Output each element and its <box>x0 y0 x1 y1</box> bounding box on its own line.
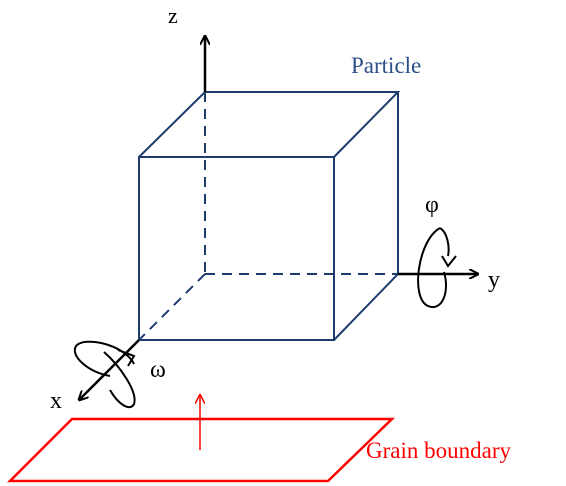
x-axis <box>79 339 140 400</box>
cube-top-face <box>138 91 401 158</box>
omega-label: ω <box>150 357 166 383</box>
cube-right-face <box>333 92 399 341</box>
cube-hidden-depth-edge <box>138 273 206 341</box>
grain-boundary-label: Grain boundary <box>366 438 511 463</box>
omega-rotation-icon <box>73 340 136 409</box>
cube-visible-edges <box>138 91 401 341</box>
particle-label: Particle <box>351 53 421 78</box>
cube-hidden-edges <box>138 92 398 341</box>
z-axis-label: z <box>168 3 178 28</box>
phi-label: φ <box>425 192 439 218</box>
phi-rotation-icon <box>417 227 457 309</box>
y-axis-label: y <box>488 267 500 293</box>
grain-boundary-plane <box>6 417 396 483</box>
x-axis-label: x <box>50 388 62 414</box>
cube-front-face <box>138 156 335 341</box>
